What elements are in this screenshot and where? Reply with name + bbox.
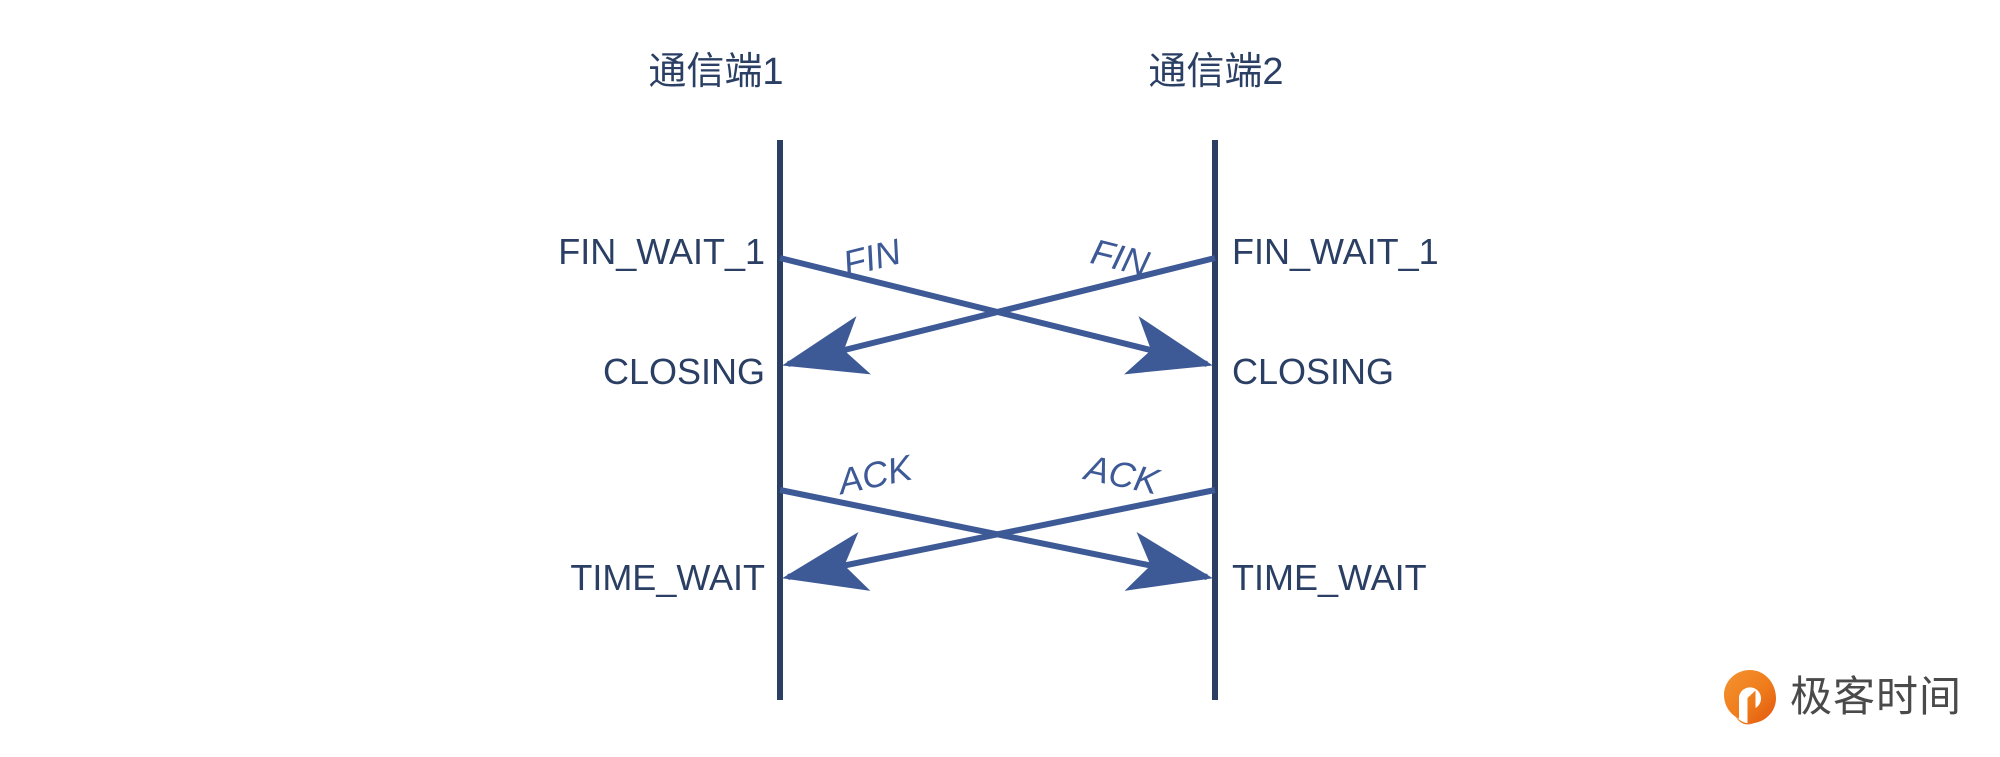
- watermark-text: 极客时间: [1790, 673, 1963, 720]
- state-label-left-fin-wait-1: FIN_WAIT_1: [558, 231, 765, 272]
- watermark: 极客时间: [1722, 668, 1962, 726]
- arrow-ack-right-to-left: [782, 487, 1216, 591]
- geektime-logo-icon: [1724, 670, 1776, 725]
- state-label-right-fin-wait-1: FIN_WAIT_1: [1232, 231, 1439, 272]
- state-label-left-closing: CLOSING: [602, 351, 765, 392]
- peer2-title: 通信端2: [1148, 51, 1284, 93]
- state-label-right-time-wait: TIME_WAIT: [1232, 557, 1427, 598]
- arrow-fin-right-to-left: [782, 255, 1216, 375]
- state-label-left-time-wait: TIME_WAIT: [570, 557, 765, 598]
- peer1-title: 通信端1: [648, 51, 784, 93]
- state-label-right-closing: CLOSING: [1232, 351, 1395, 392]
